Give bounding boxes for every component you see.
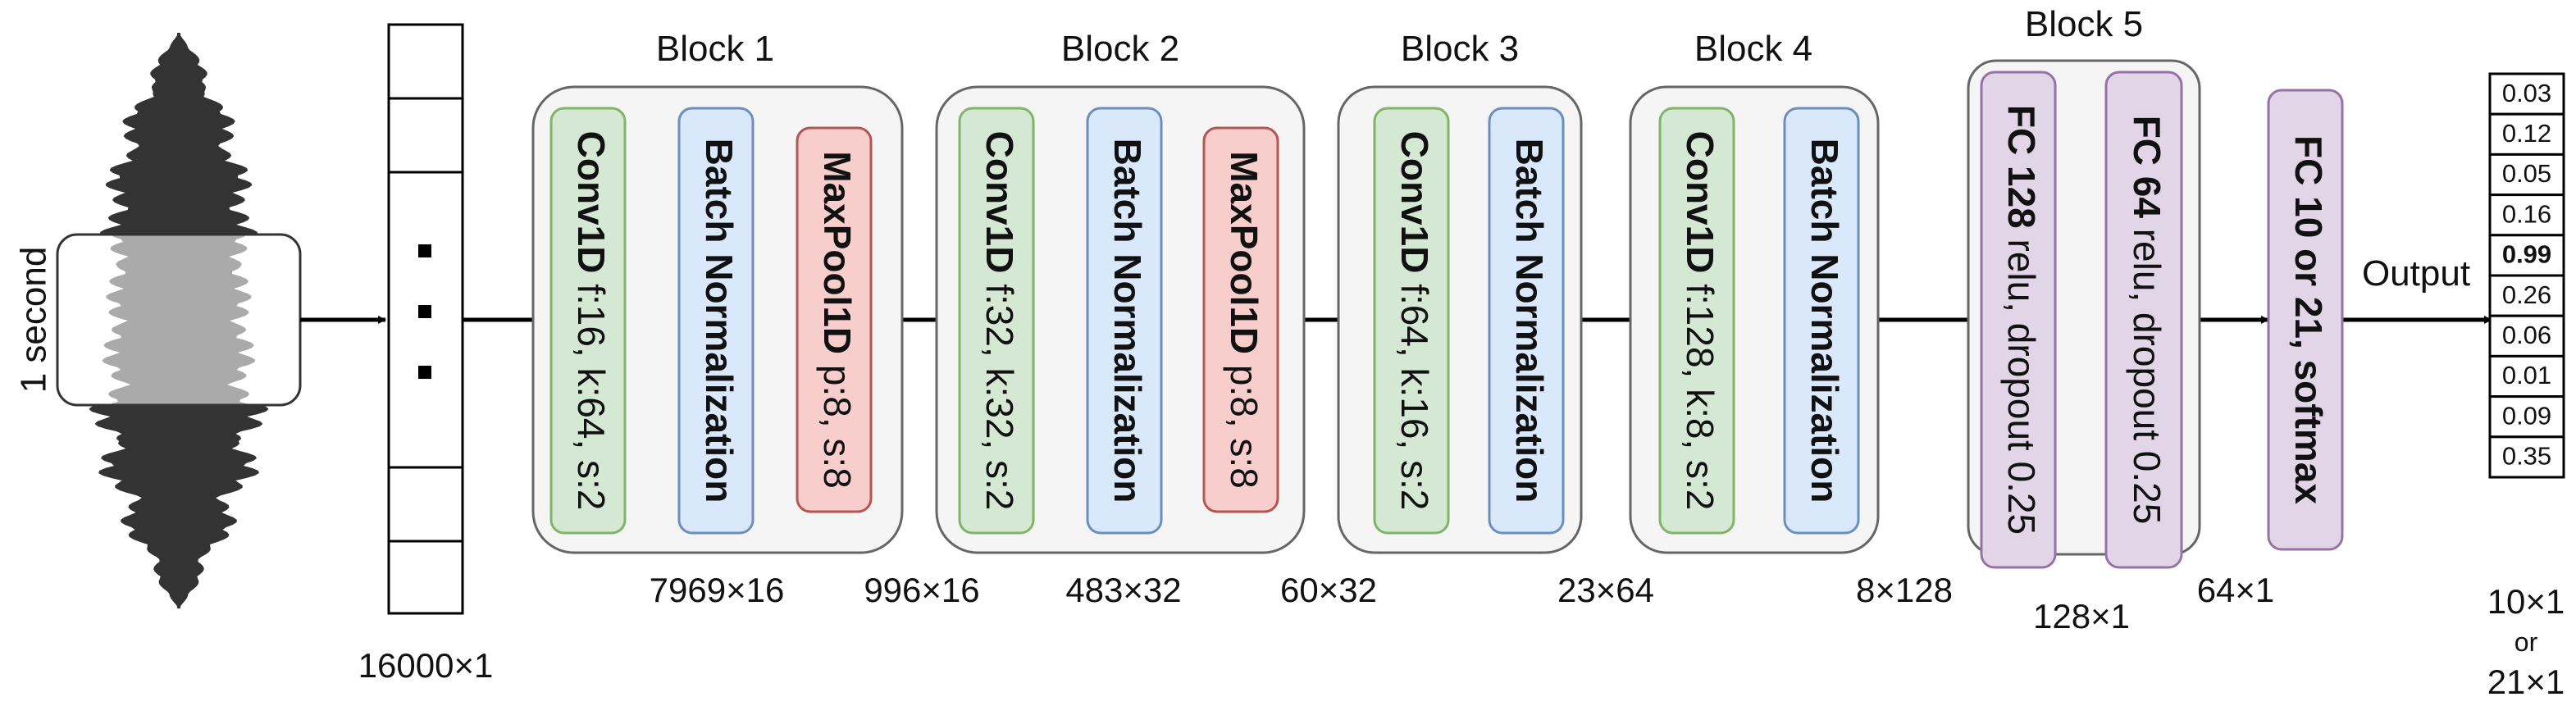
output-cell [2488, 314, 2565, 358]
block-4: Block 4 Conv1D f:128, k:8, s:2 Batch Nor… [1629, 29, 1880, 554]
output-value: 0.01 [2502, 361, 2551, 389]
dimension-label: 483×32 [1065, 571, 1181, 609]
svg-text:Conv1D f:16, k:64, s:2: Conv1D f:16, k:64, s:2 [570, 131, 613, 511]
layer-name: Conv1D [1679, 131, 1721, 274]
output-cell [2488, 274, 2565, 317]
block-label: Block 3 [1401, 29, 1519, 69]
output-value: 0.35 [2502, 442, 2551, 471]
svg-text:Conv1D f:64, k:16, s:2: Conv1D f:64, k:16, s:2 [1393, 131, 1436, 511]
output-value: 0.16 [2502, 199, 2551, 228]
layer-name: Batch Normalization [698, 139, 741, 503]
output-value: 0.05 [2502, 159, 2551, 188]
audio-waveform [56, 33, 302, 608]
layer-params: relu, dropout 0.25 [2126, 218, 2168, 524]
ellipsis-dot [418, 366, 431, 379]
conv1d-layer [1658, 107, 1735, 535]
block-label: Block 5 [2025, 4, 2143, 44]
maxpool1d-layer [796, 126, 873, 513]
layer-name: Batch Normalization [1508, 139, 1551, 503]
layer-name: Conv1D [1393, 131, 1436, 274]
dimension-label: 64×1 [2197, 571, 2275, 609]
output-value: 0.99 [2502, 240, 2551, 269]
dimension-label: 996×16 [864, 571, 979, 609]
svg-text:Conv1D f:128, k:8, s:2: Conv1D f:128, k:8, s:2 [1679, 131, 1721, 511]
layer-params: p:8, s:8 [1223, 354, 1265, 489]
layer-params: f:128, k:8, s:2 [1679, 273, 1721, 510]
input-vector [387, 23, 464, 615]
dimension-label: 8×128 [1856, 571, 1953, 609]
block-1: Block 1 Conv1D f:16, k:64, s:2 Batch Nor… [531, 29, 904, 554]
dimension-label: 128×1 [2033, 597, 2130, 635]
fc-64-layer [2104, 71, 2183, 569]
batch-norm-layer [1488, 107, 1565, 535]
block-label: Block 2 [1061, 29, 1179, 69]
block-2: Block 2 Conv1D f:32, k:32, s:2 Batch Nor… [935, 29, 1306, 554]
final-fc-layer: FC 10 or 21, softmax [2267, 89, 2344, 551]
output-size-10: 10×1 [2487, 582, 2565, 621]
output-cell [2488, 395, 2565, 439]
layer-name: FC 10 or 21, softmax [2287, 135, 2330, 504]
block-label: Block 1 [656, 29, 774, 69]
layer-params: p:8, s:8 [816, 354, 859, 489]
layer-name: MaxPool1D [816, 151, 859, 354]
svg-text:MaxPool1D p:8, s:8: MaxPool1D p:8, s:8 [1223, 151, 1265, 489]
layer-name: Conv1D [978, 131, 1021, 274]
svg-text:MaxPool1D p:8, s:8: MaxPool1D p:8, s:8 [816, 151, 859, 489]
conv1d-layer [1373, 107, 1450, 535]
output-size-or: or [2514, 627, 2538, 657]
dimension-labels: 7969×16 996×16 483×32 60×32 23×64 8×128 … [650, 571, 2275, 635]
dimension-label: 23×64 [1557, 571, 1654, 609]
output-vector: 0.03 0.12 0.05 0.16 0.99 0.26 0.06 0.01 0.09 0.35 [2488, 72, 2565, 479]
output-value: 0.03 [2502, 79, 2551, 107]
layer-name: Batch Normalization [1106, 139, 1149, 503]
layer-name: Conv1D [570, 131, 613, 274]
layer-params: f:64, k:16, s:2 [1393, 273, 1436, 510]
output-value: 0.26 [2502, 280, 2551, 309]
svg-text:FC 64 relu, dropout 0.25: FC 64 relu, dropout 0.25 [2126, 116, 2168, 525]
layer-name: FC 128 [2000, 105, 2043, 229]
output-value: 0.12 [2502, 119, 2551, 148]
block-5: Block 5 FC 128 relu, dropout 0.25 FC 64 … [1967, 4, 2201, 569]
layer-params: f:16, k:64, s:2 [570, 273, 613, 510]
layer-params: relu, dropout 0.25 [2000, 229, 2043, 535]
output-size-21: 21×1 [2487, 663, 2565, 701]
batch-norm-layer [677, 107, 755, 535]
svg-text:Conv1D f:32, k:32, s:2: Conv1D f:32, k:32, s:2 [978, 131, 1021, 511]
output-label: Output [2362, 253, 2470, 294]
layer-name: MaxPool1D [1223, 151, 1265, 354]
maxpool1d-layer [1202, 126, 1279, 513]
conv1d-layer [549, 107, 627, 535]
fc-128-layer [1980, 71, 2057, 569]
output-value: 0.06 [2502, 321, 2551, 349]
waveform-light-shape [102, 235, 256, 405]
ellipsis-dot [418, 305, 431, 318]
input-vector-size: 16000×1 [358, 646, 494, 685]
block-3: Block 3 Conv1D f:64, k:16, s:2 Batch Nor… [1337, 29, 1583, 554]
ellipsis-dot [418, 244, 431, 257]
layer-params: f:32, k:32, s:2 [978, 273, 1021, 510]
dimension-label: 60×32 [1280, 571, 1377, 609]
svg-text:FC 128 relu, dropout 0.25: FC 128 relu, dropout 0.25 [2000, 105, 2043, 535]
output-value: 0.09 [2502, 401, 2551, 430]
dimension-label: 7969×16 [650, 571, 785, 609]
conv1d-layer [958, 107, 1035, 535]
batch-norm-layer [1783, 107, 1860, 535]
block-label: Block 4 [1694, 29, 1812, 69]
output-cell [2488, 435, 2565, 479]
batch-norm-layer [1086, 107, 1163, 535]
layer-name: Batch Normalization [1803, 139, 1846, 503]
layer-name: FC 64 [2126, 116, 2168, 219]
duration-label: 1 second [14, 247, 54, 394]
